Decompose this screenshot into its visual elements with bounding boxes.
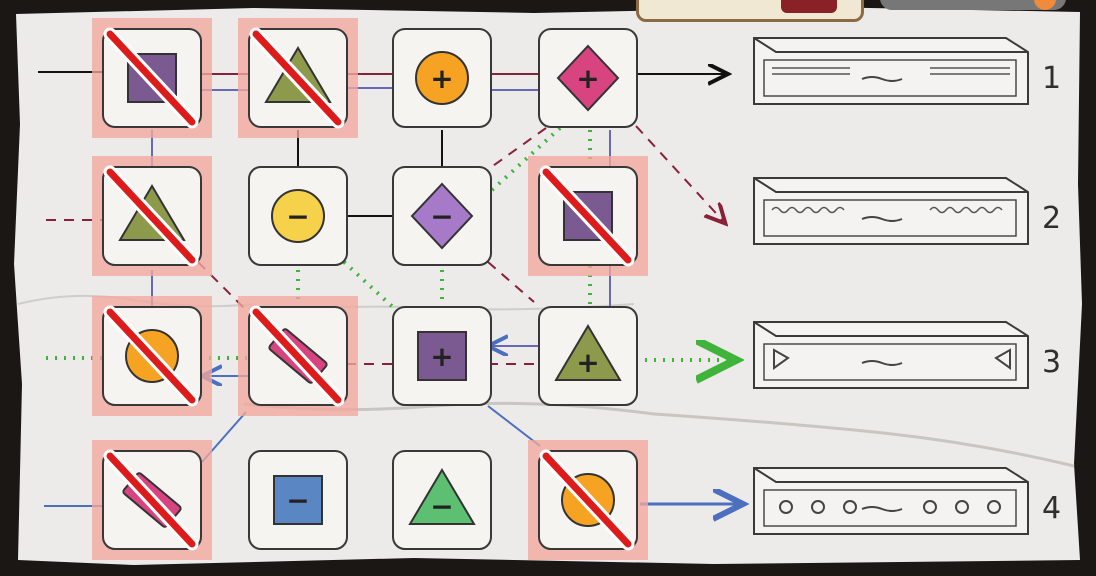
wire-output-2	[635, 125, 724, 222]
circle-shape-icon	[271, 189, 325, 243]
node-r2c2[interactable]: −	[248, 166, 348, 266]
wire-diag-c3-c4	[487, 261, 535, 303]
wire-layer	[38, 72, 740, 506]
top-hud-panel	[636, 0, 864, 22]
diamond-shape-icon	[556, 44, 620, 112]
node-r4c4[interactable]	[528, 440, 648, 560]
wire-diag-c3-c4-r4	[487, 405, 541, 447]
node-sign: −	[286, 484, 309, 517]
node-r4c1[interactable]	[92, 440, 212, 560]
output-tray-3[interactable]: 3	[753, 321, 1061, 389]
node-r3c2[interactable]	[238, 296, 358, 416]
strike-icon	[542, 452, 632, 548]
tray-pattern-circles	[779, 500, 1001, 514]
node-r2c3[interactable]: −	[392, 166, 492, 266]
tray-pattern-waves	[771, 206, 1003, 214]
node-r2c1[interactable]	[92, 156, 212, 276]
strike-icon	[542, 168, 632, 264]
tray-pattern-triangles	[773, 348, 1011, 370]
node-r4c3[interactable]: −	[392, 450, 492, 550]
wire-diag-c4-c3	[489, 127, 547, 169]
strike-icon	[106, 308, 196, 404]
top-hud-pill	[880, 0, 1066, 10]
output-tray-2[interactable]: 2	[753, 177, 1061, 245]
node-grid: + + − − + + − −	[92, 18, 648, 560]
output-tray-1[interactable]: 1	[753, 37, 1061, 105]
output-trays: 1 2 3 4	[753, 37, 1061, 535]
triangle-shape-icon	[408, 468, 476, 525]
strike-icon	[106, 452, 196, 548]
node-r1c4[interactable]: +	[538, 28, 638, 128]
output-tray-4[interactable]: 4	[753, 467, 1061, 535]
node-r1c1[interactable]	[92, 18, 212, 138]
hud-orange-token	[1034, 0, 1056, 10]
triangle-shape-icon	[554, 324, 622, 381]
node-r3c3[interactable]: +	[392, 306, 492, 406]
node-r1c3[interactable]: +	[392, 28, 492, 128]
square-shape-icon	[273, 475, 323, 525]
strike-icon	[106, 30, 196, 126]
node-sign: −	[430, 200, 453, 233]
node-r4c2[interactable]: −	[248, 450, 348, 550]
square-shape-icon	[417, 331, 467, 381]
node-sign: −	[430, 490, 453, 523]
tray-pattern-lines	[772, 67, 1010, 75]
node-r3c1[interactable]	[92, 296, 212, 416]
node-r1c2[interactable]	[238, 18, 358, 138]
node-r3c4[interactable]: +	[538, 306, 638, 406]
output-label-3: 3	[1042, 345, 1061, 380]
diamond-shape-icon	[410, 182, 474, 250]
strike-icon	[252, 30, 342, 126]
node-sign: +	[430, 62, 453, 95]
node-sign: +	[576, 346, 599, 379]
node-sign: −	[286, 200, 309, 233]
strike-icon	[252, 308, 342, 404]
strike-icon	[106, 168, 196, 264]
node-sign: +	[576, 62, 599, 95]
node-r2c4[interactable]	[528, 156, 648, 276]
output-label-1: 1	[1042, 61, 1061, 96]
output-label-2: 2	[1042, 201, 1061, 236]
circle-shape-icon	[415, 51, 469, 105]
hud-slot	[781, 0, 837, 13]
output-label-4: 4	[1042, 491, 1061, 526]
wire-diag-c4-c3-green	[490, 126, 562, 192]
node-sign: +	[430, 340, 453, 373]
